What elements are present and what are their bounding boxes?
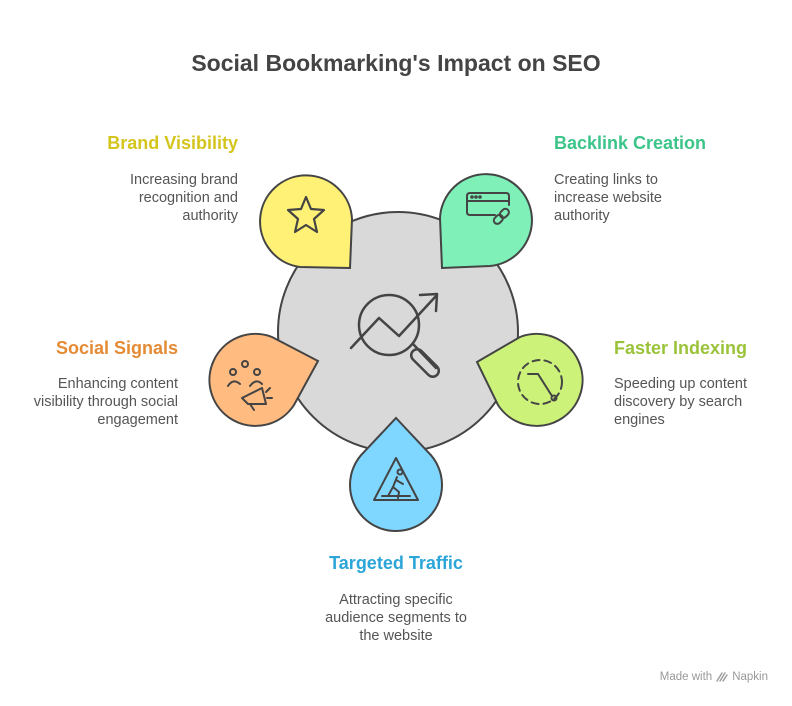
desc-faster-indexing: Speeding up content discovery by search … [614, 376, 748, 428]
label-brand-visibility: Brand Visibility [107, 133, 238, 153]
browser-link-icon [466, 192, 510, 225]
label-social-signals: Social Signals [55, 338, 178, 358]
social-signals-node [208, 332, 320, 427]
megaphone-icon [227, 360, 273, 411]
label-targeted-traffic: Targeted Traffic [329, 553, 463, 573]
desc-brand-visibility: Increasing brand recognition and authori… [129, 172, 238, 224]
footer-prefix: Made with [659, 671, 713, 683]
page-title: Social Bookmarking's Impact on SEO [191, 50, 601, 76]
footer-attribution: Made with Napkin [660, 671, 768, 683]
timer-icon [517, 359, 563, 405]
targeted-traffic-node [349, 416, 443, 532]
faster-indexing-node [475, 332, 584, 427]
desc-social-signals: Enhancing content visibility through soc… [33, 376, 178, 428]
label-backlink-creation: Backlink Creation [554, 133, 707, 153]
backlink-creation-node [438, 173, 533, 270]
label-faster-indexing: Faster Indexing [614, 338, 748, 358]
star-icon [286, 195, 326, 234]
brand-visibility-node [259, 174, 354, 270]
footer-brand: Napkin [732, 671, 768, 683]
desc-backlink-creation: Creating links to increase website autho… [554, 172, 662, 224]
pedestrian-sign-icon [373, 457, 419, 501]
napkin-logo-icon [716, 672, 728, 682]
search-trend-icon [349, 292, 441, 379]
desc-targeted-traffic: Attracting specific audience segments to… [325, 592, 467, 644]
